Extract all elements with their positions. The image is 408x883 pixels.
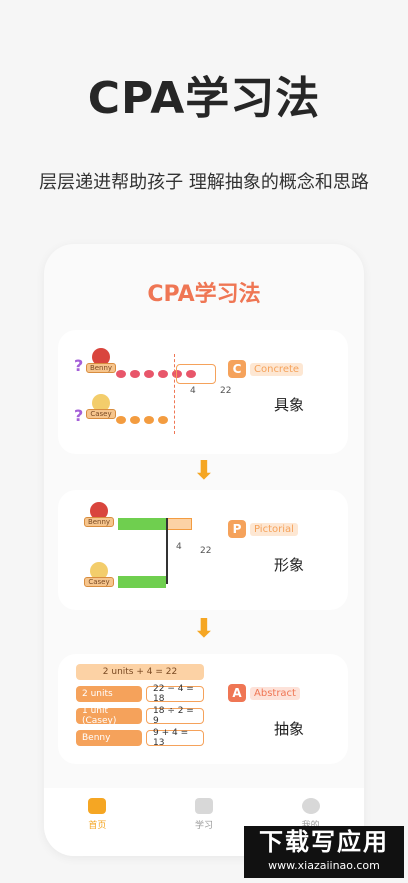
mouse-icon bbox=[92, 394, 110, 412]
english-label: Pictorial bbox=[250, 522, 298, 536]
pictorial-stage: Benny 4 22 Casey P Pictorial 形象 bbox=[58, 490, 348, 610]
row-label: 1 unit (Casey) bbox=[76, 706, 142, 726]
row-value: 9 + 4 = 13 bbox=[146, 728, 204, 748]
letter-badge: P bbox=[228, 520, 246, 538]
english-label: Concrete bbox=[250, 362, 304, 376]
extra-box bbox=[176, 364, 216, 384]
benny-character: Benny bbox=[86, 348, 116, 373]
pictorial-label: P Pictorial bbox=[228, 520, 318, 538]
watermark-text: 下载写应用 bbox=[259, 828, 389, 856]
monkey-icon bbox=[92, 348, 110, 366]
abstract-stage: 2 units + 4 = 22 2 units 22 − 4 = 18 1 u… bbox=[58, 654, 348, 764]
casey-tag: Casey bbox=[86, 409, 116, 419]
concrete-label: C Concrete bbox=[228, 360, 318, 378]
bar-separator bbox=[166, 518, 168, 584]
benny-tag: Benny bbox=[84, 517, 114, 527]
equation-top: 2 units + 4 = 22 bbox=[76, 664, 204, 680]
casey-tag: Casey bbox=[84, 577, 114, 587]
card-title: CPA学习法 bbox=[147, 282, 261, 307]
chinese-label: 形象 bbox=[273, 556, 304, 574]
user-icon bbox=[301, 798, 320, 814]
bar-casey bbox=[118, 576, 166, 588]
down-arrow-icon: ⬇ bbox=[193, 614, 215, 644]
mouse-icon bbox=[90, 562, 108, 580]
row-label: Benny bbox=[76, 730, 142, 746]
question-mark-icon: ? bbox=[74, 406, 84, 425]
phone-mockup: CPA学习法 Benny ? ? 4 22 Casey bbox=[44, 244, 364, 856]
row-value: 22 − 4 = 18 bbox=[146, 684, 204, 704]
play-icon bbox=[195, 798, 213, 814]
english-label: Abstract bbox=[250, 686, 300, 700]
benny-character: Benny bbox=[84, 502, 114, 527]
abstract-label: A Abstract bbox=[228, 684, 318, 702]
marble-row-casey bbox=[116, 416, 176, 426]
divider-line bbox=[174, 354, 175, 434]
watermark-url: www.xiazaiinao.com bbox=[268, 859, 380, 872]
bar-extra bbox=[166, 518, 192, 530]
tab-label: 学习 bbox=[195, 821, 214, 831]
diff-label: 4 bbox=[190, 386, 196, 396]
row-label: 2 units bbox=[76, 686, 142, 702]
monkey-icon bbox=[90, 502, 108, 520]
casey-character: Casey bbox=[84, 562, 114, 587]
bar-benny bbox=[118, 518, 166, 530]
total-label: 22 bbox=[200, 546, 212, 556]
concrete-stage: Benny ? ? 4 22 Casey C Concrete bbox=[58, 330, 348, 454]
tab-label: 首页 bbox=[88, 821, 107, 831]
benny-tag: Benny bbox=[86, 363, 116, 373]
hero-title: CPA学习法 bbox=[87, 73, 321, 124]
chinese-label: 抽象 bbox=[273, 720, 304, 738]
diff-label: 4 bbox=[176, 542, 182, 552]
total-label: 22 bbox=[220, 386, 232, 396]
chinese-label: 具象 bbox=[273, 396, 304, 414]
letter-badge: A bbox=[228, 684, 246, 702]
marble-row-benny bbox=[116, 370, 216, 380]
question-mark-icon: ? bbox=[74, 356, 84, 375]
home-icon bbox=[88, 798, 107, 814]
row-value: 18 ÷ 2 = 9 bbox=[146, 706, 204, 726]
tab-home[interactable]: 首页 bbox=[44, 788, 151, 856]
casey-character: Casey bbox=[86, 394, 116, 419]
hero-subtitle: 层层递进帮助孩子 理解抽象的概念和思路 bbox=[39, 172, 369, 193]
letter-badge: C bbox=[228, 360, 246, 378]
tab-learn[interactable]: 学习 bbox=[151, 788, 258, 856]
down-arrow-icon: ⬇ bbox=[193, 456, 215, 486]
watermark: 下载写应用 www.xiazaiinao.com bbox=[244, 826, 404, 878]
